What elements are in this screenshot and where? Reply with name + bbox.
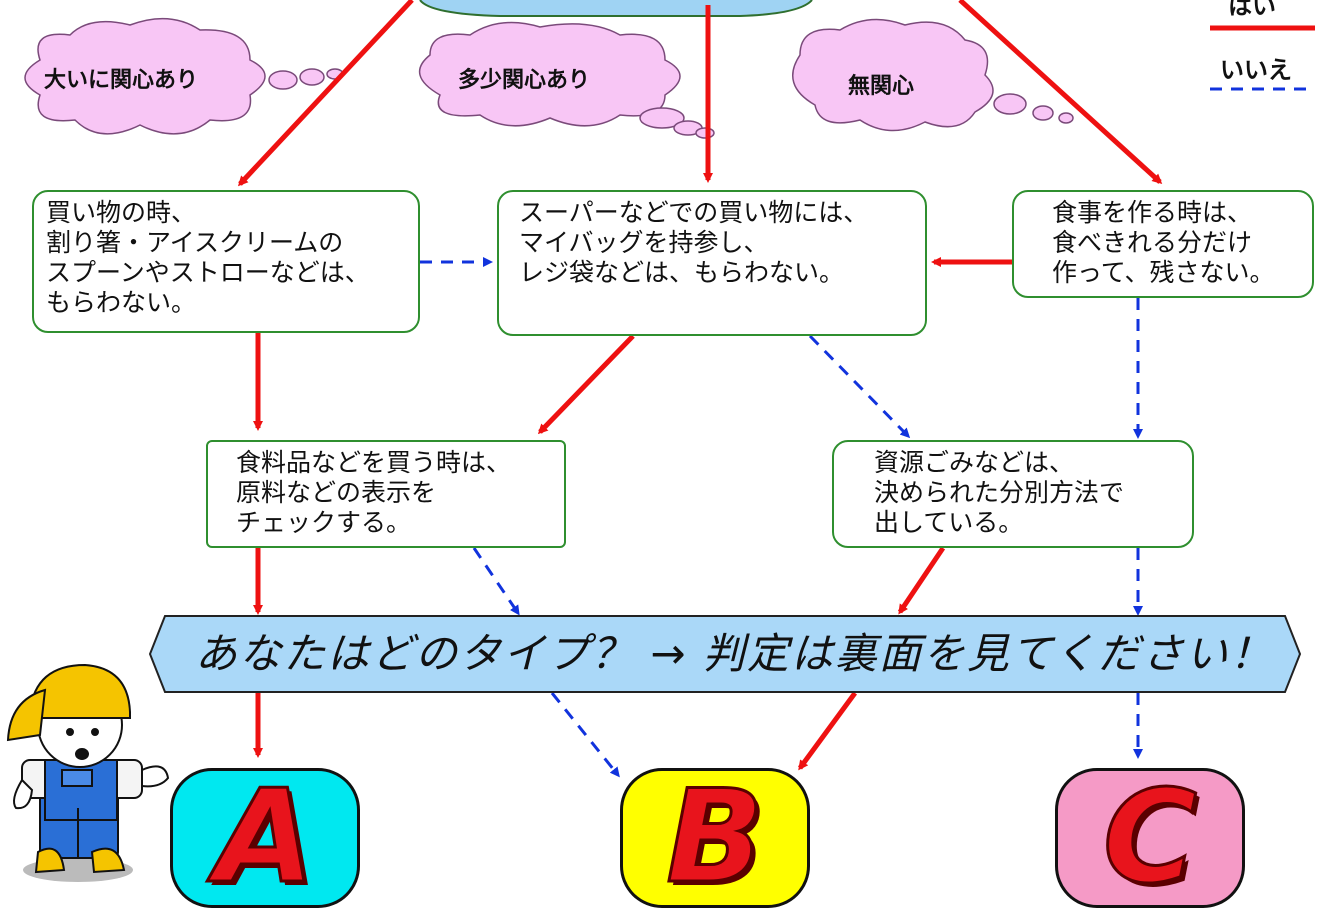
box-cooking: 食事を作る時は、 食べきれる分だけ 作って、残さない。: [1012, 190, 1314, 298]
result-a-letter: A: [214, 762, 316, 912]
cloud-left: [24, 17, 344, 135]
no-arrows: [420, 257, 1143, 778]
box-recycling: 資源ごみなどは、 決められた分別方法で 出している。: [832, 440, 1194, 548]
cloud-label-some-interest: 多少関心あり: [458, 68, 591, 93]
banner-shape: [148, 615, 1302, 693]
result-c-letter: C: [1102, 762, 1199, 912]
box-shopping-utensils: 買い物の時、 割り箸・アイスクリームの スプーンやストローなどは、 もらわない。: [32, 190, 420, 333]
result-b: B: [620, 762, 810, 912]
box-cooking-text: 食事を作る時は、 食べきれる分だけ 作って、残さない。: [1052, 198, 1275, 287]
worker-character: [6, 663, 170, 882]
box-shopping-utensils-text: 買い物の時、 割り箸・アイスクリームの スプーンやストローなどは、 もらわない。: [46, 198, 370, 317]
top-oval: [419, 0, 813, 17]
result-a: A: [170, 762, 360, 912]
result-b-letter: B: [665, 762, 766, 912]
box-my-bag-text: スーパーなどでの買い物には、 マイバッグを持参し、 レジ袋などは、もらわない。: [519, 198, 869, 287]
legend-no-label: いいえ: [1220, 56, 1292, 84]
box-my-bag: スーパーなどでの買い物には、 マイバッグを持参し、 レジ袋などは、もらわない。: [497, 190, 927, 336]
cloud-right: [792, 18, 1074, 132]
box-food-label: 食料品などを買う時は、 原料などの表示を チェックする。: [206, 440, 566, 548]
cloud-label-high-interest: 大いに関心あり: [44, 68, 199, 93]
yes-arrows: [237, 0, 1163, 771]
legend-yes-label: はい: [1228, 0, 1276, 20]
banner-text: あなたはどのタイプ？ → 判定は裏面を見てください！: [195, 629, 1274, 678]
result-c: C: [1055, 762, 1245, 912]
box-recycling-text: 資源ごみなどは、 決められた分別方法で 出している。: [874, 448, 1125, 537]
box-food-label-text: 食料品などを買う時は、 原料などの表示を チェックする。: [236, 448, 512, 537]
cloud-label-no-interest: 無関心: [848, 74, 915, 99]
